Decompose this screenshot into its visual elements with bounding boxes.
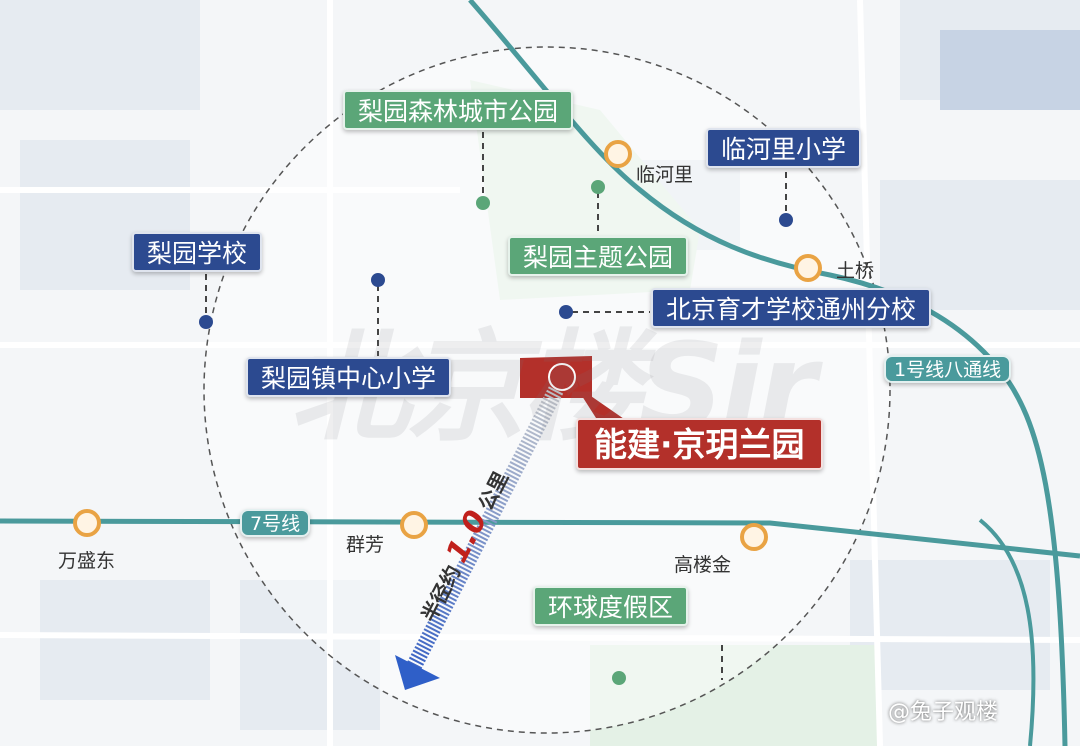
station-linheli[interactable]: 临河里 — [636, 164, 694, 186]
poi-yucai-school[interactable]: 北京育才学校通州分校 — [651, 288, 932, 328]
credit-watermark: @兔子观楼 — [888, 700, 999, 725]
station-gaoloujin[interactable]: 高楼金 — [674, 554, 732, 576]
line1-label[interactable]: 1号线八通线 — [884, 355, 1012, 383]
station-qunfang[interactable]: 群芳 — [346, 534, 385, 556]
poi-forest-park[interactable]: 梨园森林城市公园 — [343, 90, 574, 130]
poi-theme-park[interactable]: 梨园主题公园 — [508, 236, 689, 276]
poi-universal[interactable]: 环球度假区 — [533, 586, 689, 626]
universal-park-area — [590, 645, 880, 746]
poi-linheli-school[interactable]: 临河里小学 — [706, 128, 862, 168]
station-tuqiao[interactable]: 土桥 — [836, 260, 875, 282]
radius-arrow-shaft — [405, 386, 564, 672]
water-body — [940, 30, 1080, 110]
station-icons — [73, 140, 822, 551]
poi-liyuan-school[interactable]: 梨园学校 — [132, 232, 263, 272]
line7-label[interactable]: 7号线 — [240, 509, 311, 537]
project-center — [548, 363, 576, 391]
line-track-secondary — [978, 518, 1036, 746]
radius-arrow-head — [395, 655, 440, 690]
poi-town-school[interactable]: 梨园镇中心小学 — [246, 357, 452, 397]
poi-dots — [199, 180, 793, 685]
leader-lines — [205, 132, 787, 680]
project-label[interactable]: 能建·京玥兰园 — [576, 418, 823, 470]
station-wanshengdong[interactable]: 万盛东 — [58, 550, 116, 572]
line1-track — [468, 0, 1068, 746]
